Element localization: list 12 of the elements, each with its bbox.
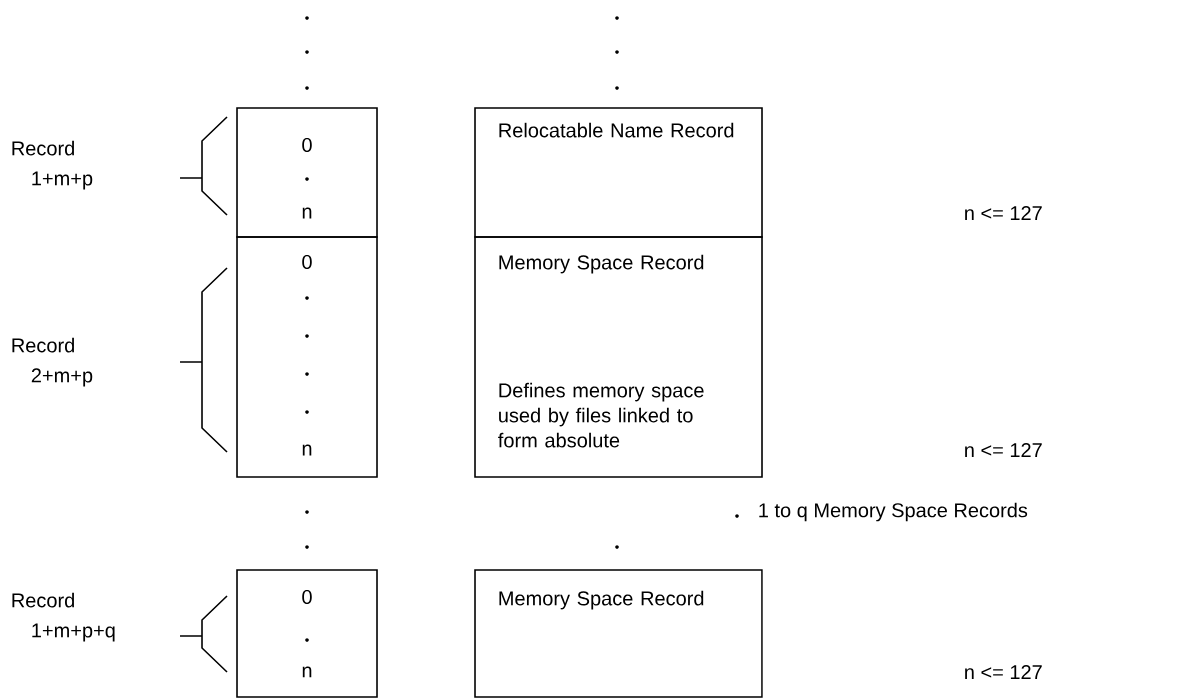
record-box: Memory Space Record Defines memory space used by files linked to form absolute bbox=[474, 236, 763, 478]
size-note: n <= 127 bbox=[965, 206, 1042, 220]
record-box: Memory Space Record bbox=[474, 569, 763, 698]
record-box: Relocatable Name Record bbox=[474, 107, 763, 238]
record-label: Record 2+m+p bbox=[12, 337, 93, 387]
size-note: n <= 127 bbox=[965, 665, 1042, 679]
record-label: Record 1+m+p bbox=[12, 140, 93, 190]
record-label: Record 1+m+p+q bbox=[12, 592, 115, 642]
record-box: 0 n bbox=[236, 107, 378, 238]
size-note: n <= 127 bbox=[965, 443, 1042, 457]
note: 1 to q Memory Space Records bbox=[759, 502, 1028, 522]
record-box: 0 n bbox=[236, 569, 378, 698]
